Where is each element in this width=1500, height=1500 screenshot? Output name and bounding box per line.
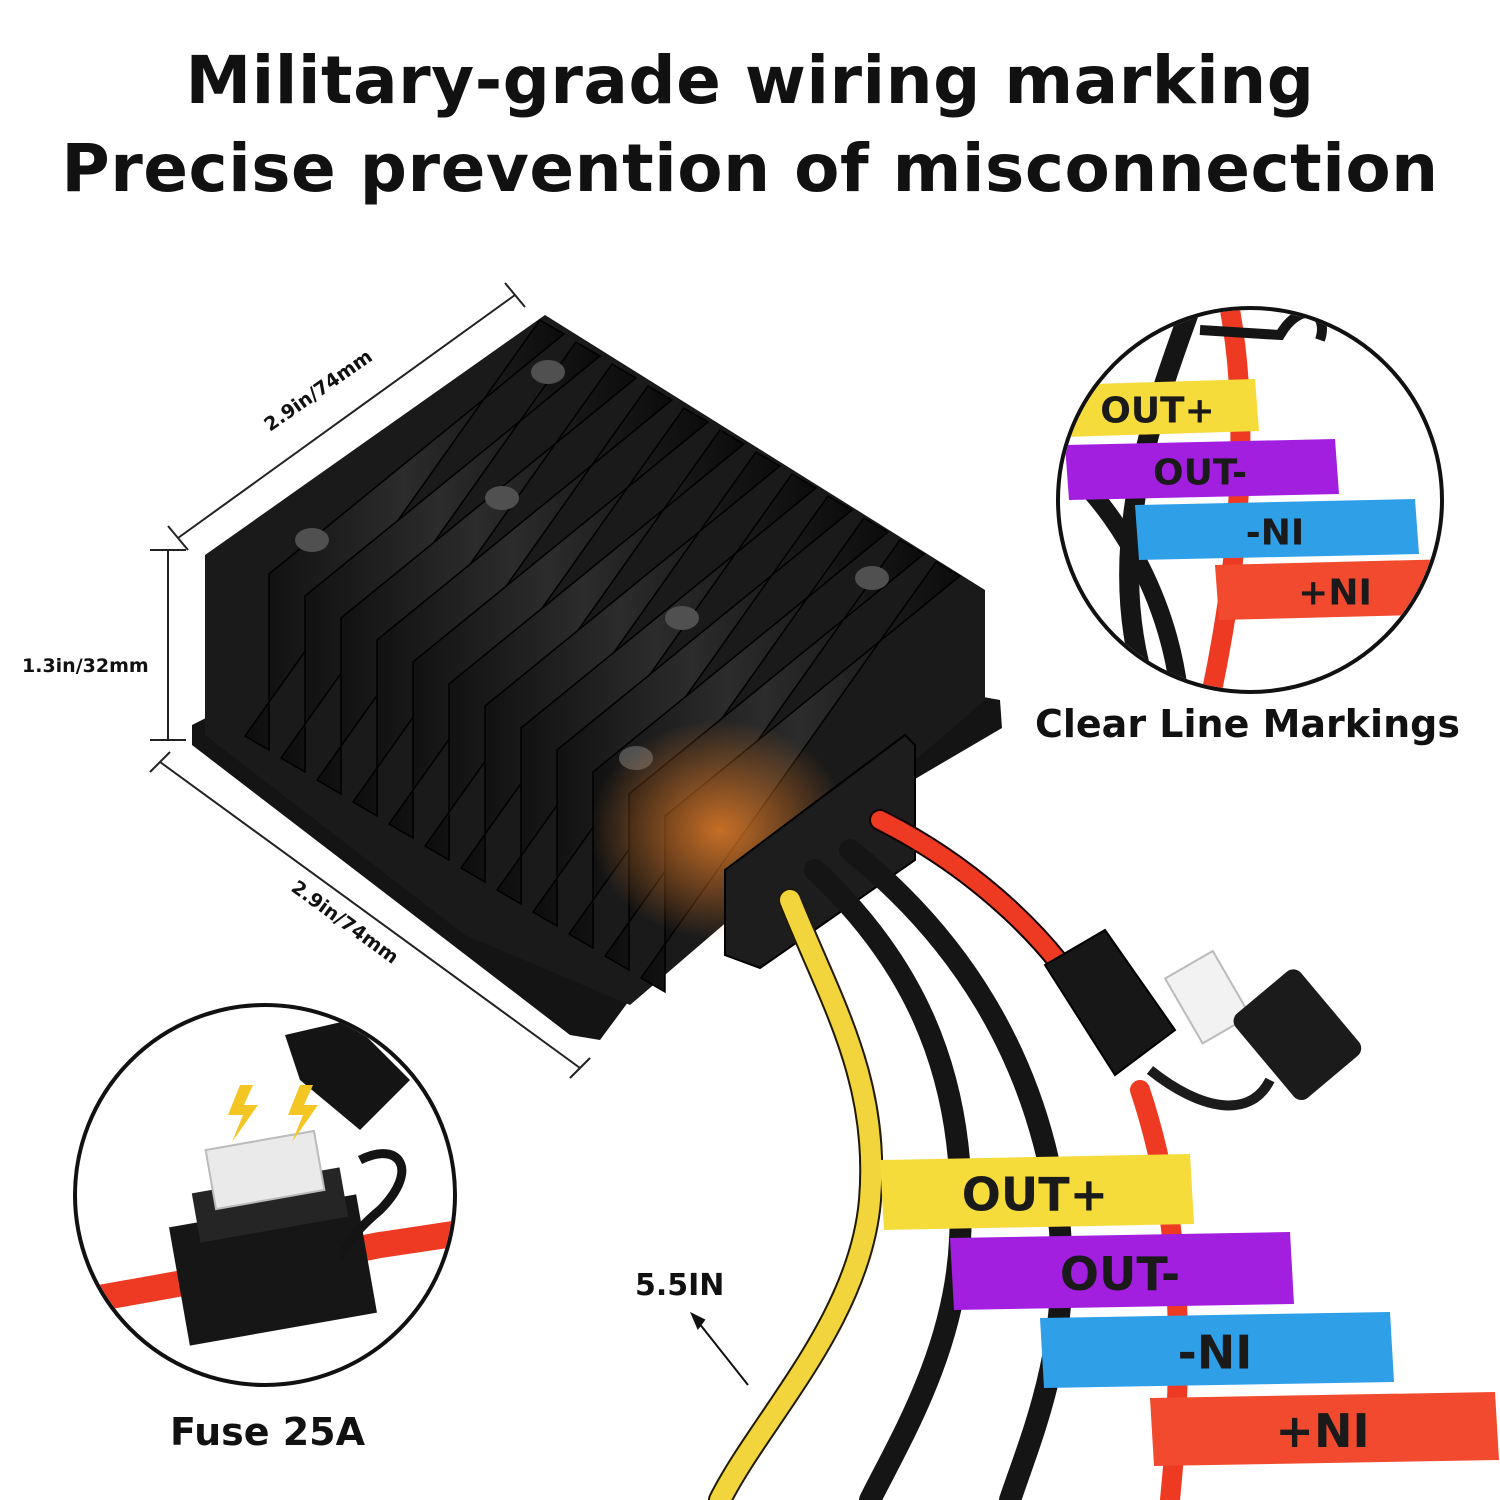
- headline-line-1: Military-grade wiring marking: [185, 42, 1315, 119]
- dimension-top-line: [167, 282, 526, 551]
- dimension-height-label: 1.3in/32mm: [22, 655, 149, 677]
- converter-housing: [192, 315, 1002, 1040]
- heatsink-fin: [387, 407, 710, 840]
- wire-label-1: OUT-: [950, 1232, 1294, 1310]
- dimension-height-line: [150, 549, 186, 741]
- length-pointer: [690, 1311, 749, 1386]
- heatsink-fin: [495, 473, 818, 906]
- inline-fuse-holder: [1043, 928, 1362, 1111]
- wire-label-s2: -NI: [1135, 499, 1419, 560]
- wire-label-text: OUT-: [1060, 1247, 1180, 1301]
- dimension-top-label: 2.9in/74mm: [260, 345, 376, 436]
- fuse-detail: [73, 1003, 457, 1387]
- wire-label-text: OUT-: [1153, 453, 1247, 494]
- wire-label-s3: +NI: [1215, 559, 1440, 620]
- cable-length-label: 5.5IN: [635, 1268, 725, 1303]
- cable-gland: [724, 733, 916, 970]
- wire-label-2: -NI: [1040, 1312, 1394, 1388]
- heatsink-fin: [459, 451, 782, 884]
- heatsink-fin: [243, 319, 566, 752]
- headline-line-2: Precise prevention of misconnection: [61, 130, 1439, 207]
- wire-label-text: -NI: [1246, 513, 1304, 554]
- heatsink-fin: [315, 363, 638, 796]
- wire-label-text: OUT+: [1100, 390, 1215, 431]
- wire-markings-detail: OUT+ OUT- -NI +NI: [1056, 306, 1444, 694]
- heatsink-fin: [531, 495, 854, 928]
- heatsink-fin: [423, 429, 746, 862]
- clear-markings-caption: Clear Line Markings: [1035, 702, 1460, 746]
- wire-label-s0: OUT+: [1060, 379, 1259, 437]
- dimension-bottom-line: [149, 751, 591, 1079]
- wire-label-text: -NI: [1178, 1325, 1253, 1379]
- heatsink-fin: [279, 341, 602, 774]
- wire-label-0: OUT+: [880, 1154, 1194, 1230]
- fuse-caption: Fuse 25A: [170, 1410, 366, 1454]
- heatsink-fin: [351, 385, 674, 818]
- wire-label-text: OUT+: [962, 1167, 1108, 1221]
- wire-label-text: +NI: [1275, 1404, 1369, 1458]
- wire-label-3: +NI: [1150, 1392, 1499, 1466]
- wire-label-s1: OUT-: [1065, 439, 1339, 500]
- wire-label-text: +NI: [1298, 573, 1372, 614]
